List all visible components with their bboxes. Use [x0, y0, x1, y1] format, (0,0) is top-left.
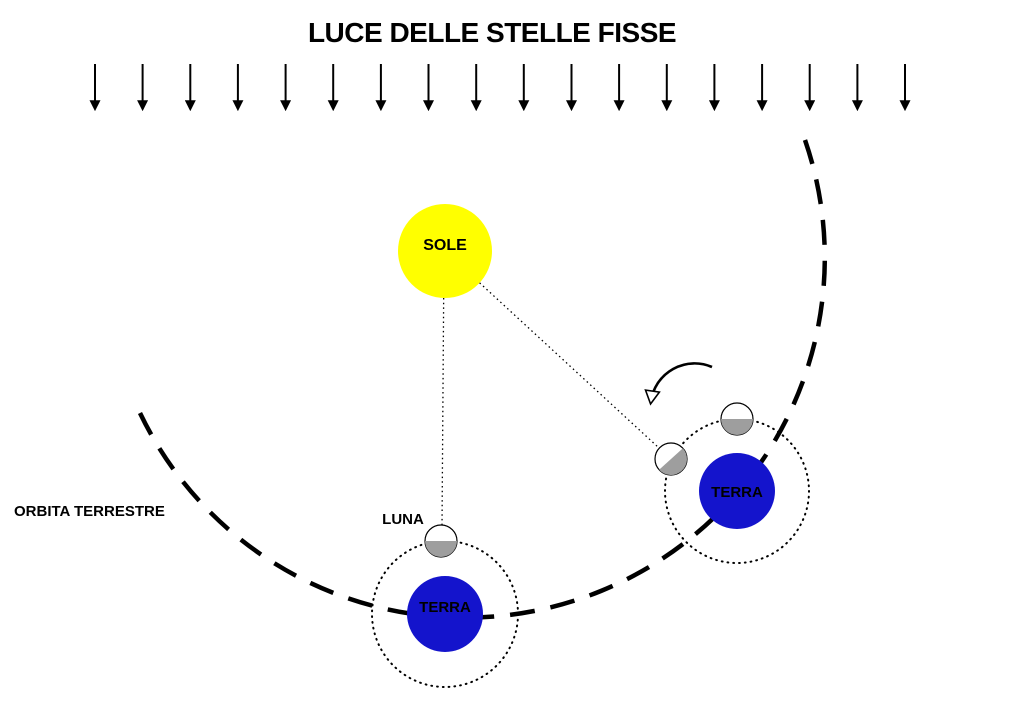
earth-label-right: TERRA	[711, 484, 763, 501]
sun-ray-to-right-moon	[444, 250, 660, 449]
earth-circle-right	[699, 453, 775, 529]
moon-shaded-half-right-lower	[659, 448, 687, 475]
moon-orbit-circle-right	[664, 418, 810, 564]
earth-system-bottom: TERRA LUNA	[371, 511, 519, 688]
earth-orbit-arc	[137, 139, 827, 620]
sun-ray-lines	[441, 250, 660, 528]
moon-label: LUNA	[382, 511, 424, 528]
earth-label-bottom: TERRA	[419, 599, 471, 616]
sun: SOLE	[398, 204, 492, 298]
moon-right-lower	[654, 442, 688, 476]
moon-shaded-half-right-upper	[721, 419, 753, 435]
rotation-direction-arrow	[644, 362, 713, 406]
diagram-title: LUCE DELLE STELLE FISSE	[308, 17, 676, 48]
sun-label: SOLE	[423, 237, 467, 254]
orbit-label: ORBITA TERRESTRE	[14, 503, 165, 520]
earth-system-right: TERRA	[644, 362, 810, 564]
starlight-arrows	[89, 64, 911, 112]
moon-shaded-half-bottom	[425, 541, 457, 557]
earth-circle-bottom	[407, 576, 483, 652]
moon-bottom	[424, 524, 458, 558]
sun-circle	[398, 204, 492, 298]
moon-right-upper	[720, 402, 754, 436]
